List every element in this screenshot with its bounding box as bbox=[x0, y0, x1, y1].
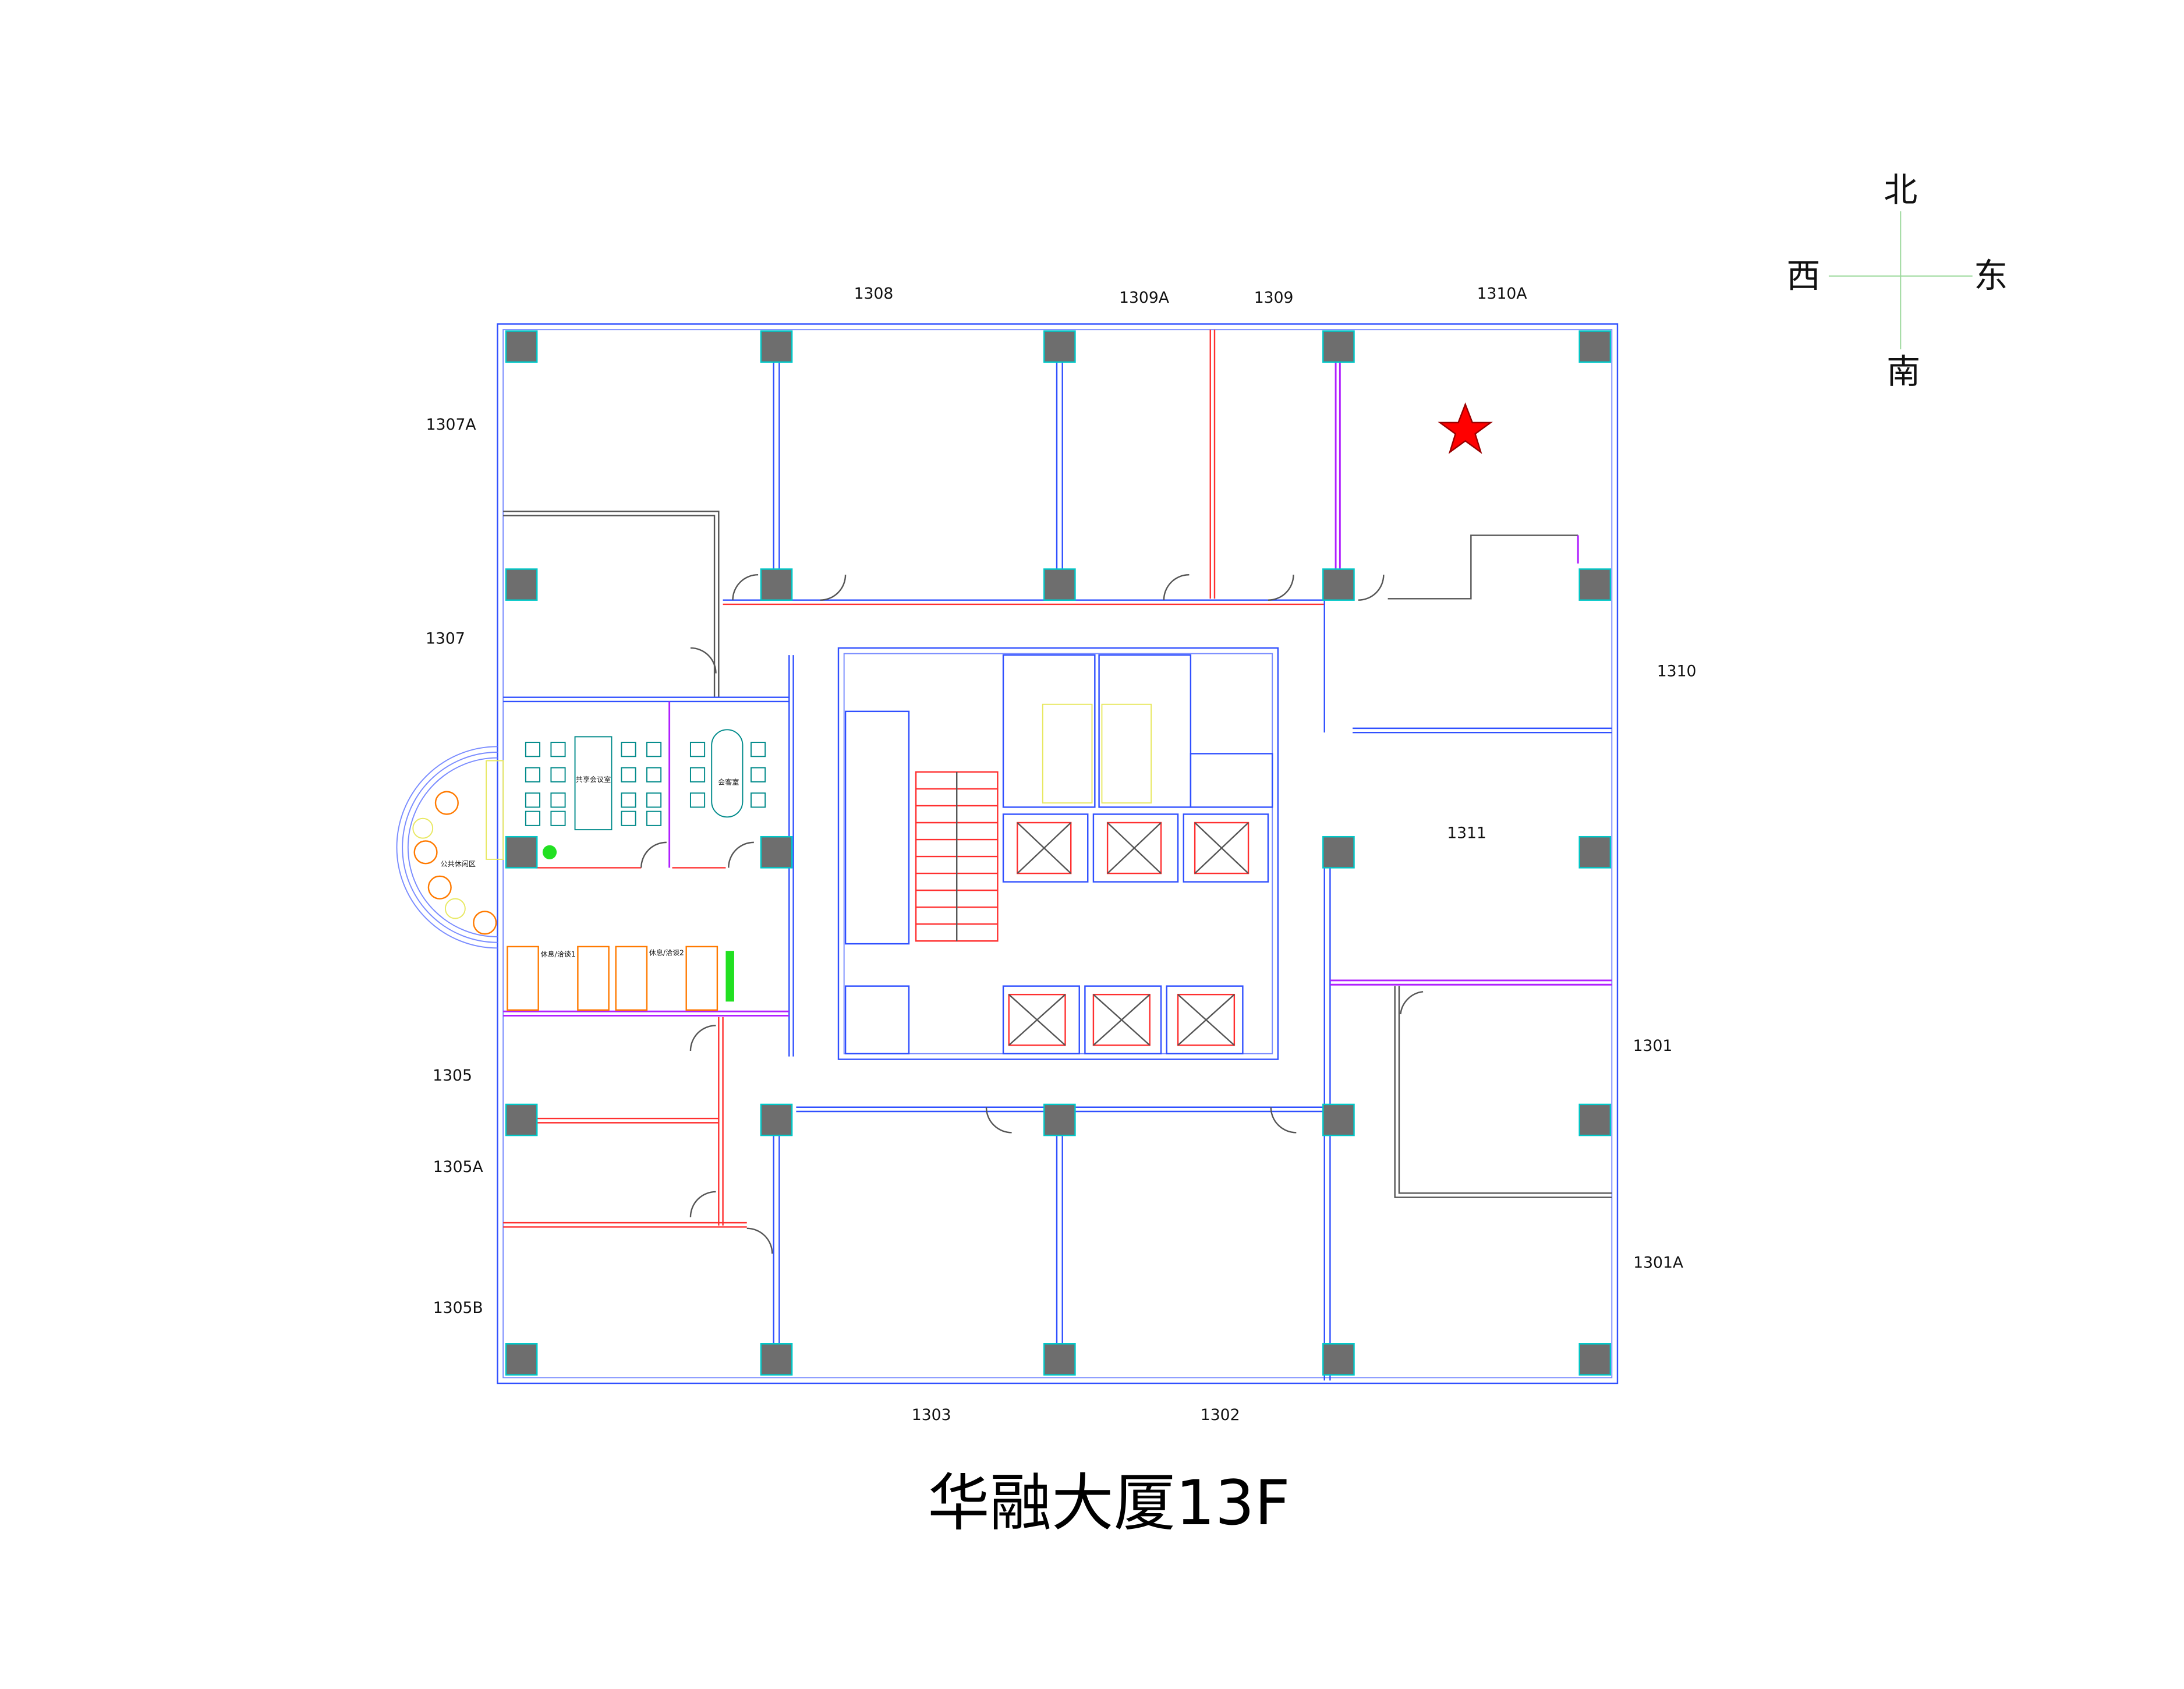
compass-south: 南 bbox=[1886, 352, 1920, 391]
room-label-1305B: 1305B bbox=[433, 1299, 483, 1317]
plant-icon bbox=[725, 951, 734, 1002]
compass-east: 东 bbox=[1974, 256, 2008, 296]
room-label-1310: 1310 bbox=[1657, 662, 1697, 680]
doors bbox=[640, 573, 1424, 1254]
area-label-shared-meeting: 共享会议室 bbox=[576, 775, 611, 784]
room-label-1311: 1311 bbox=[1447, 824, 1486, 842]
compass-west: 西 bbox=[1786, 256, 1820, 296]
area-label-reception: 会客室 bbox=[718, 778, 739, 787]
room-label-1307: 1307 bbox=[426, 630, 465, 648]
meeting-furniture bbox=[507, 729, 766, 1011]
room-label-1305A: 1305A bbox=[433, 1158, 483, 1176]
room-labels: 1308 1309A 1309 1310A 1307A 1307 1310 13… bbox=[426, 285, 1696, 1424]
room-label-1308: 1308 bbox=[854, 285, 894, 303]
partitions bbox=[503, 330, 1612, 1381]
room-label-1310A: 1310A bbox=[1477, 285, 1527, 303]
room-label-1303: 1303 bbox=[912, 1406, 951, 1424]
room-label-1301A: 1301A bbox=[1633, 1254, 1683, 1272]
room-label-1307A: 1307A bbox=[426, 416, 476, 434]
elevators bbox=[1002, 813, 1269, 1055]
compass: 北 南 西 东 bbox=[1786, 170, 2008, 391]
room-label-1309: 1309 bbox=[1254, 289, 1294, 307]
plan-title: 华融大厦13F bbox=[928, 1467, 1290, 1539]
area-label-lounge: 公共休闲区 bbox=[441, 860, 476, 868]
room-label-1301: 1301 bbox=[1633, 1037, 1673, 1055]
plant-icon bbox=[542, 845, 557, 859]
area-label-rest1: 休息/洽谈1 bbox=[540, 950, 575, 958]
area-label-rest2: 休息/洽谈2 bbox=[649, 948, 684, 957]
room-label-1305: 1305 bbox=[433, 1067, 472, 1085]
restrooms bbox=[1002, 654, 1192, 808]
star-icon bbox=[1438, 402, 1493, 454]
lounge-area bbox=[396, 746, 504, 949]
room-label-1309A: 1309A bbox=[1119, 289, 1169, 307]
building-core bbox=[837, 647, 1279, 1060]
room-label-1302: 1302 bbox=[1201, 1406, 1240, 1424]
compass-north: 北 bbox=[1884, 170, 1917, 210]
area-labels: 共享会议室 会客室 公共休闲区 休息/洽谈1 休息/洽谈2 bbox=[441, 775, 739, 958]
columns bbox=[505, 330, 1612, 1376]
staircase bbox=[915, 771, 999, 942]
